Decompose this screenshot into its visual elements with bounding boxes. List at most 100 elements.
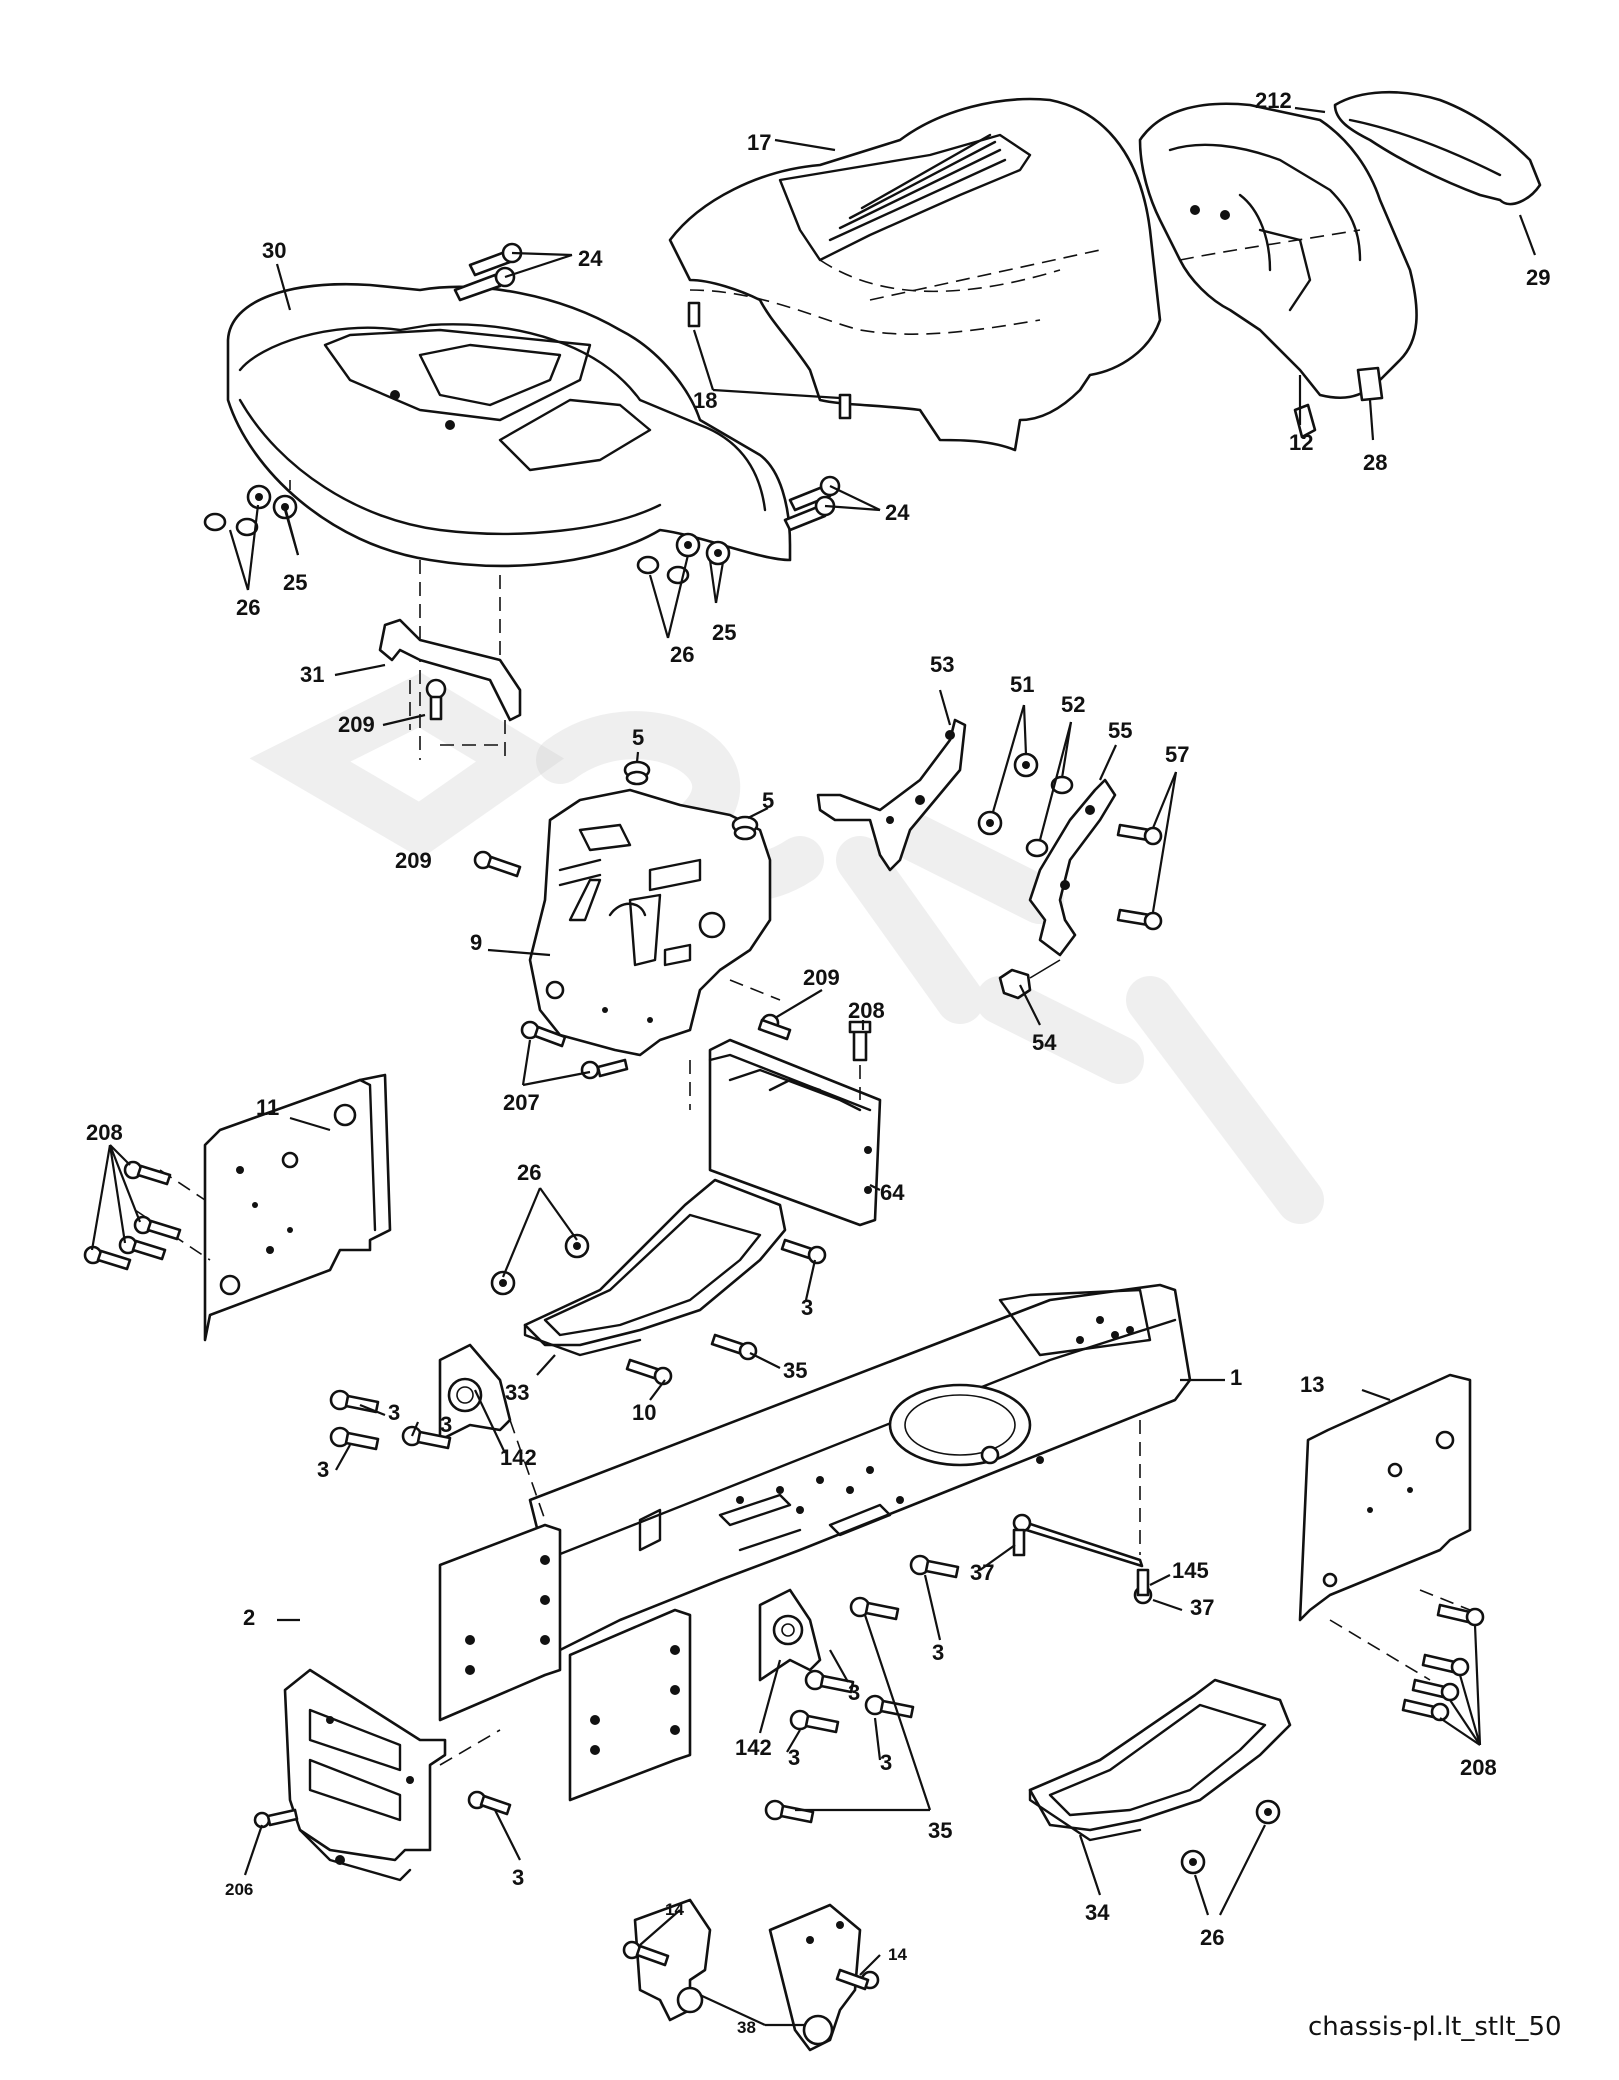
nut-washer-part — [203, 484, 298, 537]
part-label: 14 — [665, 1900, 684, 1919]
part-label: 29 — [1526, 265, 1550, 290]
side-plate-part — [1298, 1373, 1472, 1681]
part-label: 57 — [1165, 742, 1189, 767]
bolt-part — [783, 475, 841, 532]
axle-plate-part — [568, 1608, 692, 1802]
part-label: 5 — [632, 725, 644, 750]
part-label: 13 — [1300, 1372, 1324, 1397]
part-label: 24 — [885, 500, 910, 525]
part-label: 3 — [317, 1457, 329, 1482]
grille-part — [1138, 102, 1418, 400]
part-label: 17 — [747, 130, 771, 155]
part-label: 18 — [693, 388, 717, 413]
part-label: 53 — [930, 652, 954, 677]
nut-washer-part — [490, 1233, 590, 1296]
nut-washer-part — [977, 752, 1074, 858]
part-label: 145 — [1172, 1558, 1209, 1583]
part-label: 55 — [1108, 718, 1132, 743]
bolt-part — [764, 1554, 960, 1824]
seat-pan-part — [226, 283, 792, 760]
pivot-bracket-part — [438, 1343, 546, 1521]
part-label: 208 — [848, 998, 885, 1023]
part-label: 26 — [517, 1160, 541, 1185]
part-label: 142 — [500, 1445, 537, 1470]
part-label: 28 — [1363, 450, 1387, 475]
pivot-bracket-part — [758, 1588, 822, 1682]
side-plate-part — [134, 1073, 392, 1342]
bolt-part — [622, 1940, 880, 1991]
axle-support-part — [633, 1898, 712, 2022]
bracket-part — [1356, 366, 1384, 402]
part-label: 3 — [512, 1865, 524, 1890]
bolt-part — [848, 1020, 872, 1100]
part-label: 209 — [395, 848, 432, 873]
bolt-part — [425, 678, 447, 721]
part-label: 142 — [735, 1735, 772, 1760]
part-label: 30 — [262, 238, 286, 263]
part-label: 209 — [803, 965, 840, 990]
part-label: 10 — [632, 1400, 656, 1425]
part-label: 64 — [880, 1180, 905, 1205]
bolt-part — [83, 1160, 182, 1271]
part-label: 37 — [970, 1560, 994, 1585]
part-label: 208 — [1460, 1755, 1497, 1780]
part-label: 26 — [670, 642, 694, 667]
part-label: 3 — [932, 1640, 944, 1665]
part-label: 212 — [1255, 88, 1292, 113]
axle-support-part — [768, 1903, 862, 2052]
part-label: 12 — [1289, 430, 1313, 455]
rod-part — [1012, 1513, 1153, 1605]
bolt-part — [473, 850, 792, 1080]
bolt-part — [1401, 1603, 1485, 1722]
footrest-part — [523, 1178, 787, 1357]
axle-plate-part — [438, 1523, 562, 1722]
footrest-part — [1028, 1678, 1292, 1842]
bolt-part — [453, 242, 523, 302]
bolt-part — [1116, 823, 1163, 931]
part-label: 25 — [712, 620, 736, 645]
part-labels: 30 24 17 212 29 18 12 28 24 25 26 26 25 … — [86, 88, 1562, 2042]
hood-part — [668, 97, 1162, 452]
dash-panel-part — [528, 788, 781, 1057]
part-label: 24 — [578, 246, 603, 271]
bolt-part — [625, 1238, 827, 1386]
part-label: 3 — [388, 1400, 400, 1425]
nut-washer-part — [1180, 1799, 1281, 1875]
front-bracket-part — [283, 1668, 501, 1882]
part-label: 206 — [225, 1880, 253, 1899]
part-label: 3 — [440, 1412, 452, 1437]
part-label: 3 — [801, 1295, 813, 1320]
part-label: 35 — [783, 1358, 807, 1383]
part-label: 208 — [86, 1120, 123, 1145]
leader-lines — [90, 106, 1537, 2027]
part-label: 1 — [1230, 1365, 1242, 1390]
part-label: 34 — [1085, 1900, 1110, 1925]
part-label: 33 — [505, 1380, 529, 1405]
part-label: 3 — [788, 1745, 800, 1770]
part-label: 14 — [888, 1945, 907, 1964]
part-label: 207 — [503, 1090, 540, 1115]
part-label: 54 — [1032, 1030, 1057, 1055]
bolt-part — [329, 1389, 452, 1451]
part-label: 38 — [737, 2018, 756, 2037]
part-label: 37 — [1190, 1595, 1214, 1620]
grille-insert-part — [1333, 90, 1542, 206]
part-label: 9 — [470, 930, 482, 955]
part-label: 11 — [256, 1095, 279, 1120]
part-label: 35 — [928, 1818, 952, 1843]
part-label: 2 — [243, 1605, 255, 1630]
part-label: 31 — [300, 662, 324, 687]
clip-part — [687, 301, 852, 420]
part-label: 5 — [762, 788, 774, 813]
part-label: 26 — [236, 595, 260, 620]
part-label: 3 — [848, 1680, 860, 1705]
part-label: 3 — [880, 1750, 892, 1775]
part-label: 52 — [1061, 692, 1085, 717]
steering-support-part — [689, 1038, 882, 1227]
diagram-code: chassis-pl.lt_stlt_50 — [1308, 2012, 1562, 2042]
part-label: 26 — [1200, 1925, 1224, 1950]
lever-bracket-part — [1028, 778, 1117, 957]
part-label: 209 — [338, 712, 375, 737]
part-label: 51 — [1010, 672, 1034, 697]
